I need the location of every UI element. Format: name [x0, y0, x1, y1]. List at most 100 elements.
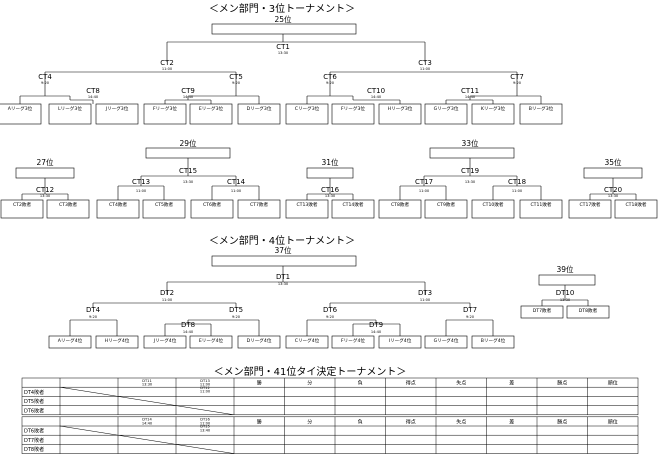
table-header: 差	[509, 419, 514, 426]
team-slot: Dリーグ3位	[237, 103, 281, 125]
team-slot: Fリーグ4位	[331, 335, 375, 349]
team-slot-box	[190, 199, 234, 219]
team-label: Fリーグ3位	[153, 105, 177, 112]
winner-box-33	[429, 147, 515, 159]
table-row-label: DT7敗者	[24, 437, 44, 444]
table-row-label: DT8敗者	[24, 446, 44, 453]
team-label: DT8敗者	[579, 307, 598, 314]
team-label: CT6敗者	[203, 201, 222, 208]
match-code: CT1	[276, 43, 290, 51]
bracket-25: 25位 CT1 13:30 CT2 11:00 CT3 11:00 CT4 9:…	[0, 14, 563, 125]
team-slot-box	[0, 199, 44, 219]
bracket-35: 35位 CT20 13:30	[583, 157, 643, 200]
match-code: DT8	[181, 321, 195, 329]
match-time: 13:30	[465, 180, 476, 184]
team-slot-box	[0, 103, 42, 125]
rank-label-27: 27位	[36, 157, 54, 167]
match-code: CT3	[418, 59, 432, 67]
winner-box-31	[306, 167, 354, 179]
team-slot: Lリーグ3位	[48, 103, 92, 125]
winner-box-35	[583, 167, 643, 179]
team-slot: CT18敗者	[614, 199, 658, 219]
table-header: 勝	[257, 419, 262, 426]
match-code: CT7	[510, 73, 524, 81]
rank-label-39: 39位	[556, 264, 574, 274]
team-label: Iリーグ4位	[389, 337, 412, 344]
team-slot-box	[142, 199, 186, 219]
table-header: 得点	[406, 419, 416, 426]
team-label: CT5敗者	[155, 201, 174, 208]
team-slot-box	[378, 335, 422, 349]
match-code: CT6	[323, 73, 337, 81]
team-slot-box	[424, 335, 468, 349]
team-label: Eリーグ3位	[199, 105, 224, 112]
team-slot: CT10敗者	[471, 199, 515, 219]
team-label: Dリーグ4位	[247, 337, 272, 344]
match-time: 9:20	[232, 81, 241, 85]
match-time: 9:20	[513, 81, 522, 85]
match-code: CT19	[461, 167, 479, 175]
match-code: CT20	[604, 186, 622, 194]
bracket-27: 27位 CT12 13:30	[15, 157, 75, 200]
match-time: 13:30	[560, 298, 571, 302]
team-slot-box	[143, 335, 187, 349]
team-slot: DT8敗者	[566, 305, 610, 319]
team-slot-box	[471, 335, 515, 349]
match-time: 9:20	[326, 315, 335, 319]
match-time: 13:30	[278, 51, 289, 55]
match-code: CT4	[38, 73, 52, 81]
team-label: Dリーグ3位	[247, 105, 272, 112]
team-label: Bリーグ4位	[481, 337, 506, 344]
team-label: CT7敗者	[250, 201, 269, 208]
team-slot: Jリーグ3位	[95, 103, 139, 125]
team-label: CT11敗者	[530, 201, 551, 208]
table-match-code: DT11	[142, 379, 152, 383]
team-slot-box	[471, 199, 515, 219]
team-slot: Bリーグ3位	[519, 103, 563, 125]
winner-box-37	[211, 255, 357, 267]
team-label: CT2敗者	[13, 201, 32, 208]
team-slot-box	[424, 199, 468, 219]
match-code: CT12	[36, 186, 54, 194]
match-time: 11:00	[512, 189, 523, 193]
table-match-code: DT15	[200, 425, 210, 429]
team-slot-box	[566, 305, 610, 319]
team-slot: CT13敗者	[285, 199, 329, 219]
team-label: Kリーグ3位	[481, 105, 506, 112]
team-label: Hリーグ3位	[388, 105, 413, 112]
match-code: CT2	[160, 59, 174, 67]
match-time: 13:30	[278, 282, 289, 286]
bracket-37: 37位 DT1 13:30 DT2 11:00 DT3 11:00 DT4 9:…	[48, 245, 515, 349]
match-code: DT10	[556, 289, 575, 297]
team-label: Cリーグ3位	[295, 105, 320, 112]
table-header: 差	[509, 380, 514, 387]
table-header: 勝点	[557, 419, 567, 426]
team-label: Gリーグ4位	[434, 337, 459, 344]
team-slot-box	[520, 305, 564, 319]
match-time: 13:30	[40, 194, 51, 198]
match-code: CT9	[181, 87, 195, 95]
team-label: CT14敗者	[342, 201, 363, 208]
team-slot-box	[96, 199, 140, 219]
title-4th-tournament: ＜メン部門・4位トーナメント＞	[209, 234, 355, 247]
match-time: 14:40	[465, 95, 476, 99]
match-code: CT8	[86, 87, 100, 95]
team-slot-box	[331, 335, 375, 349]
match-code: DT4	[86, 306, 101, 314]
team-slot: CT2敗者	[0, 199, 44, 219]
table-header: 勝点	[557, 380, 567, 387]
team-slot-box	[285, 103, 329, 125]
match-code: CT5	[229, 73, 243, 81]
match-time: 9:20	[326, 81, 335, 85]
match-time: 13:30	[325, 194, 336, 198]
team-slot: Hリーグ3位	[378, 103, 422, 125]
table-match-time: 13:40	[200, 428, 211, 432]
team-label: DT7敗者	[533, 307, 552, 314]
team-slot-box	[378, 199, 422, 219]
match-time: 11:00	[136, 189, 147, 193]
team-label: Eリーグ4位	[199, 337, 224, 344]
match-time: 11:00	[162, 67, 173, 71]
team-slot: Aリーグ4位	[48, 335, 92, 349]
table-match-time: 14:40	[142, 421, 153, 425]
